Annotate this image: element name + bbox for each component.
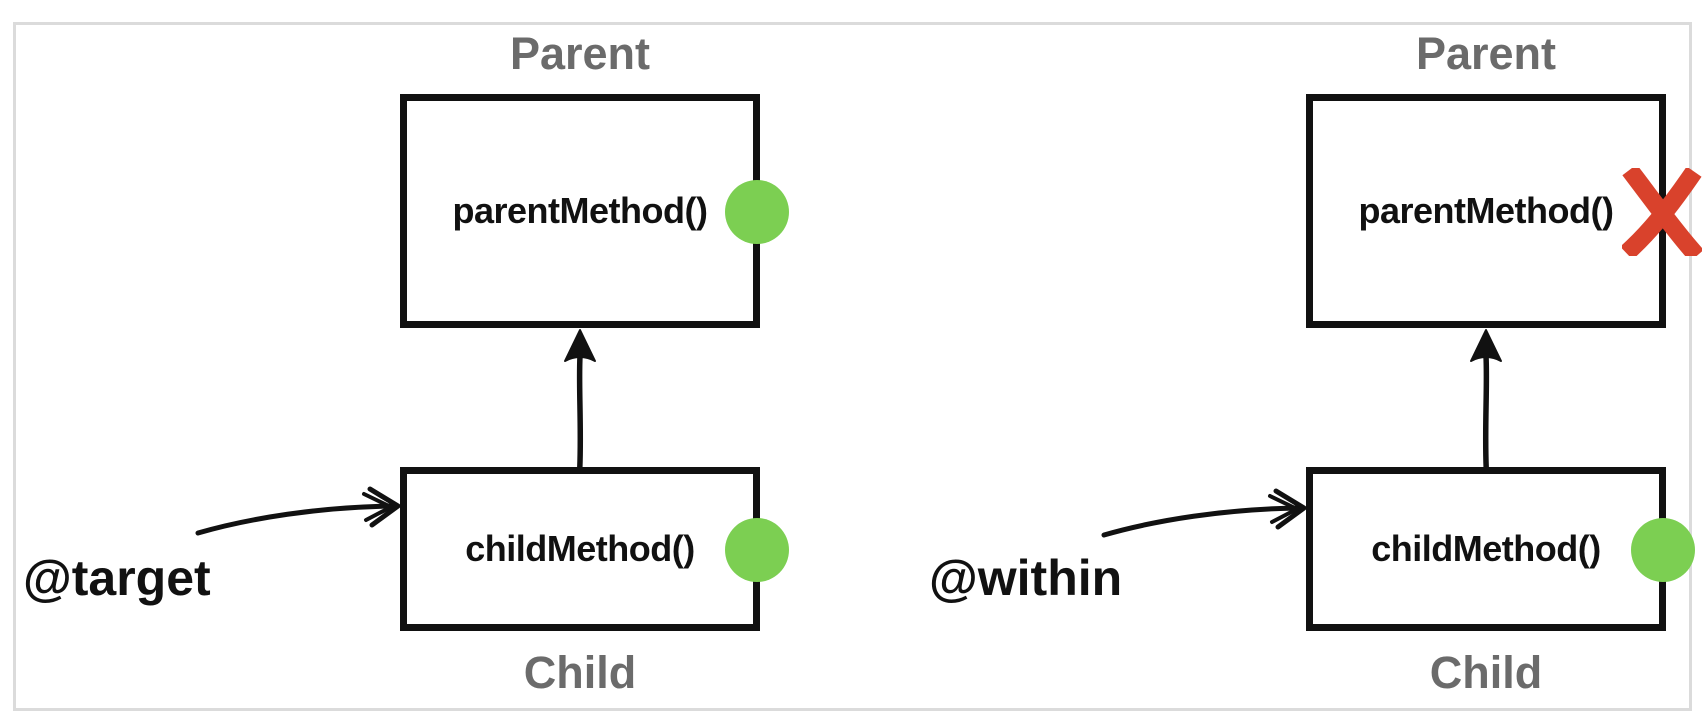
- annotation-pointer-arrow-icon: [1096, 486, 1316, 546]
- parent-method-label: parentMethod(): [1358, 190, 1614, 231]
- pointcut-annotation-label: @within: [929, 550, 1123, 606]
- parent-method-label: parentMethod(): [452, 190, 708, 231]
- panel-target: Parent parentMethod() childMethod() Chil…: [23, 28, 789, 698]
- match-dot-icon: [725, 518, 789, 582]
- child-class-label: Child: [523, 647, 637, 698]
- child-method-label: childMethod(): [1371, 528, 1601, 569]
- child-class-label: Child: [1429, 647, 1543, 698]
- child-method-label: childMethod(): [465, 528, 695, 569]
- match-dot-icon: [725, 180, 789, 244]
- no-match-x-icon: [1622, 168, 1702, 256]
- parent-class-box: parentMethod(): [400, 94, 760, 328]
- inheritance-arrow-icon: [558, 328, 602, 470]
- parent-class-label: Parent: [509, 28, 651, 79]
- panel-within: Parent parentMethod() childMethod() Chil…: [906, 0, 1708, 726]
- child-class-box: childMethod(): [400, 467, 760, 631]
- parent-class-box: parentMethod(): [1306, 94, 1666, 328]
- pointcut-annotation-label: @target: [23, 550, 211, 606]
- child-class-box: childMethod(): [1306, 467, 1666, 631]
- inheritance-arrow-icon: [1464, 328, 1508, 470]
- match-dot-icon: [1631, 518, 1695, 582]
- parent-class-label: Parent: [1415, 28, 1557, 79]
- annotation-pointer-arrow-icon: [190, 486, 410, 546]
